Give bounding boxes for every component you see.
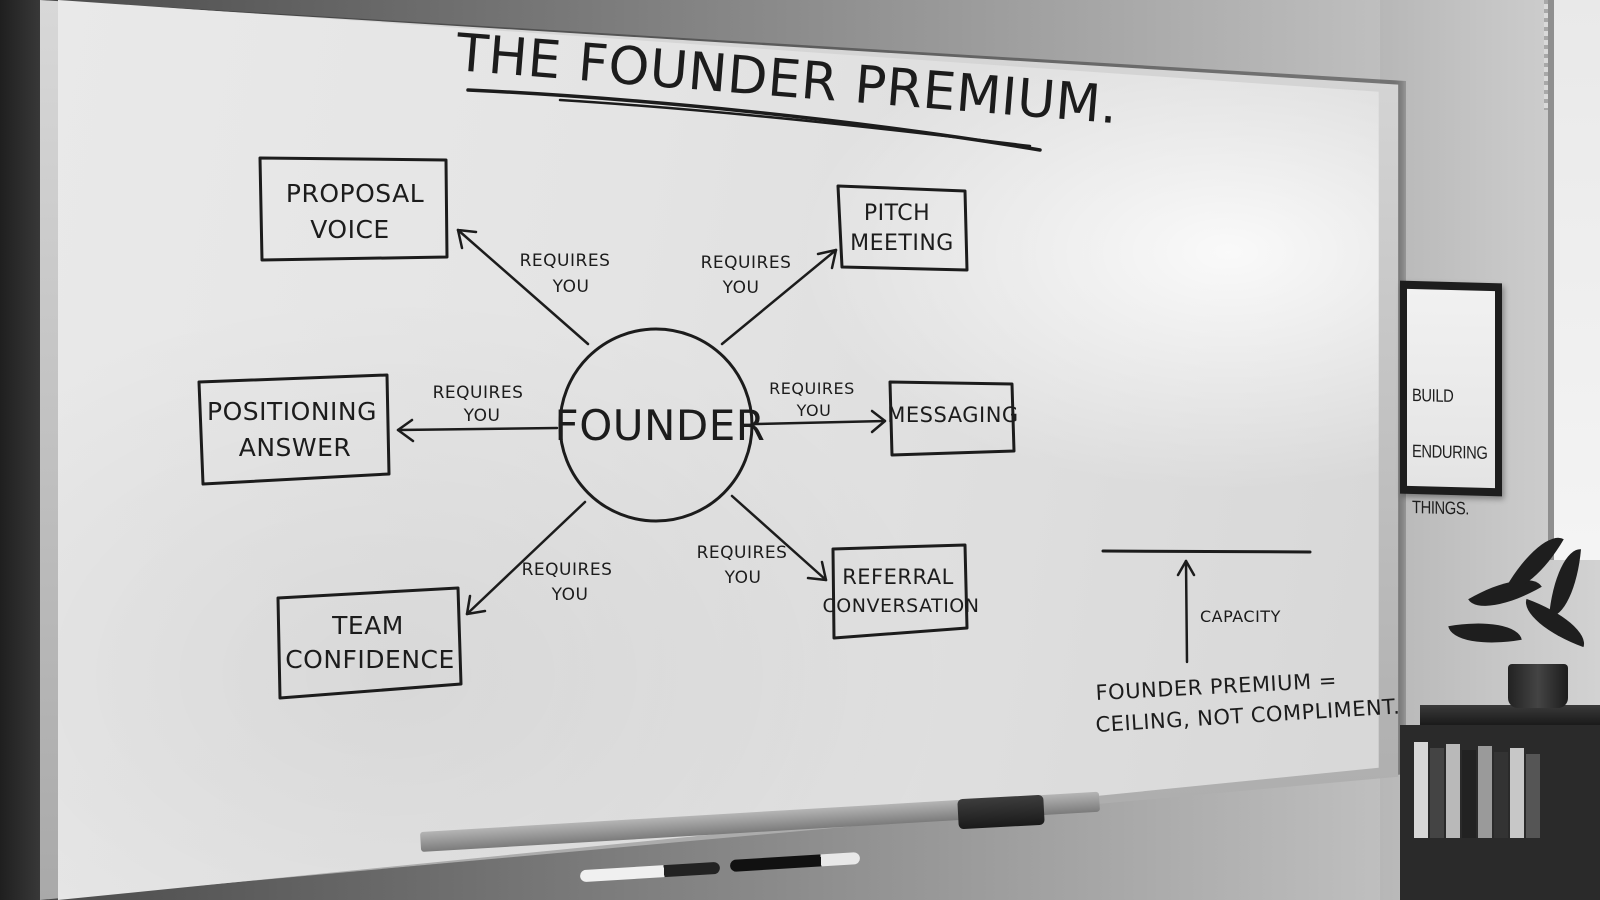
arrowhead — [806, 560, 828, 582]
edge-label-line: YOU — [552, 277, 590, 297]
node-box — [831, 543, 969, 640]
node-label-line: MESSAGING — [887, 403, 1018, 427]
book — [1430, 748, 1444, 838]
poster-line: THINGS. — [1412, 496, 1470, 519]
shelf — [1420, 705, 1600, 725]
title-underline-2 — [558, 98, 1032, 148]
edge-label-line: REQUIRES — [697, 543, 788, 563]
node-label-line: TEAM — [331, 611, 404, 640]
node-box — [258, 156, 449, 262]
edge-label-line: YOU — [724, 568, 762, 588]
capacity-label: CAPACITY — [1200, 607, 1281, 626]
arrow-to-pitch-meeting — [720, 248, 838, 346]
founder-premium-note: FOUNDER PREMIUM = CEILING, NOT COMPLIMEN… — [1095, 668, 1401, 737]
arrow-to-proposal-voice — [456, 228, 590, 346]
arrow-to-team-confidence — [465, 500, 587, 616]
node-label-line: PITCH — [864, 201, 930, 226]
whiteboard — [58, 0, 1379, 900]
node-label-line: MEETING — [850, 231, 954, 256]
node-box — [276, 586, 463, 700]
book — [1494, 752, 1508, 838]
edge-label-line: REQUIRES — [522, 560, 613, 580]
founder-circle — [558, 327, 754, 523]
poster-text: BUILD ENDURING THINGS. — [1412, 353, 1488, 551]
node-label-line: POSITIONING — [207, 397, 377, 426]
edge-labels: REQUIRES YOU REQUIRES YOU REQUIRES YOU R… — [433, 251, 855, 605]
window — [1548, 0, 1600, 560]
node-messaging: MESSAGING — [887, 380, 1018, 457]
arrows — [396, 228, 887, 616]
book — [1510, 748, 1524, 838]
book — [1478, 746, 1492, 838]
arrowhead — [396, 418, 415, 443]
node-referral-conversation: REFERRAL CONVERSATION — [823, 543, 980, 640]
edge-label-line: REQUIRES — [769, 379, 855, 398]
arrowhead — [456, 228, 478, 250]
node-label-line: PROPOSAL — [286, 179, 424, 208]
capacity-arrow — [1184, 559, 1189, 664]
book — [1414, 742, 1428, 838]
arrowhead — [465, 594, 487, 616]
book — [1526, 754, 1540, 838]
node-label-line: CONFIDENCE — [285, 645, 455, 674]
edge-label-line: YOU — [551, 585, 589, 605]
node-box — [197, 373, 391, 486]
whiteboard-eraser[interactable] — [957, 794, 1045, 830]
arrowhead — [1176, 559, 1196, 577]
arrow-to-messaging — [753, 419, 887, 426]
ceiling-line — [1101, 549, 1312, 554]
arrow-to-positioning-answer — [396, 426, 559, 432]
node-label-line: ANSWER — [239, 433, 352, 462]
node-pitch-meeting: PITCH MEETING — [836, 184, 969, 272]
wall-poster: BUILD ENDURING THINGS. — [1400, 280, 1502, 518]
title: THE FOUNDER PREMIUM. — [453, 23, 1120, 152]
edge-label-line: REQUIRES — [520, 251, 611, 271]
node-label-line: REFERRAL — [842, 565, 954, 589]
edge-label-line: YOU — [722, 278, 760, 298]
poster-line: BUILD — [1412, 384, 1454, 407]
plant-pot — [1508, 664, 1568, 708]
arrowhead — [870, 409, 887, 434]
edge-label-line: YOU — [796, 401, 832, 420]
node-positioning-answer: POSITIONING ANSWER — [197, 373, 391, 486]
edge-label-line: REQUIRES — [701, 253, 792, 273]
book — [1446, 744, 1460, 838]
node-box — [888, 380, 1016, 457]
founder-node: FOUNDER — [555, 327, 766, 523]
book — [1462, 750, 1476, 838]
capacity-sketch: CAPACITY — [1101, 549, 1312, 664]
founder-label: FOUNDER — [555, 401, 766, 450]
node-label-line: CONVERSATION — [823, 595, 980, 617]
edge-label-line: REQUIRES — [433, 383, 524, 403]
arrowhead — [816, 248, 838, 270]
arrow-to-referral-conversation — [730, 494, 828, 582]
node-team-confidence: TEAM CONFIDENCE — [276, 586, 463, 700]
node-proposal-voice: PROPOSAL VOICE — [258, 156, 449, 262]
poster-line: ENDURING — [1412, 440, 1488, 463]
edge-label-line: YOU — [463, 406, 501, 426]
node-label-line: VOICE — [310, 215, 389, 244]
node-box — [836, 184, 969, 272]
